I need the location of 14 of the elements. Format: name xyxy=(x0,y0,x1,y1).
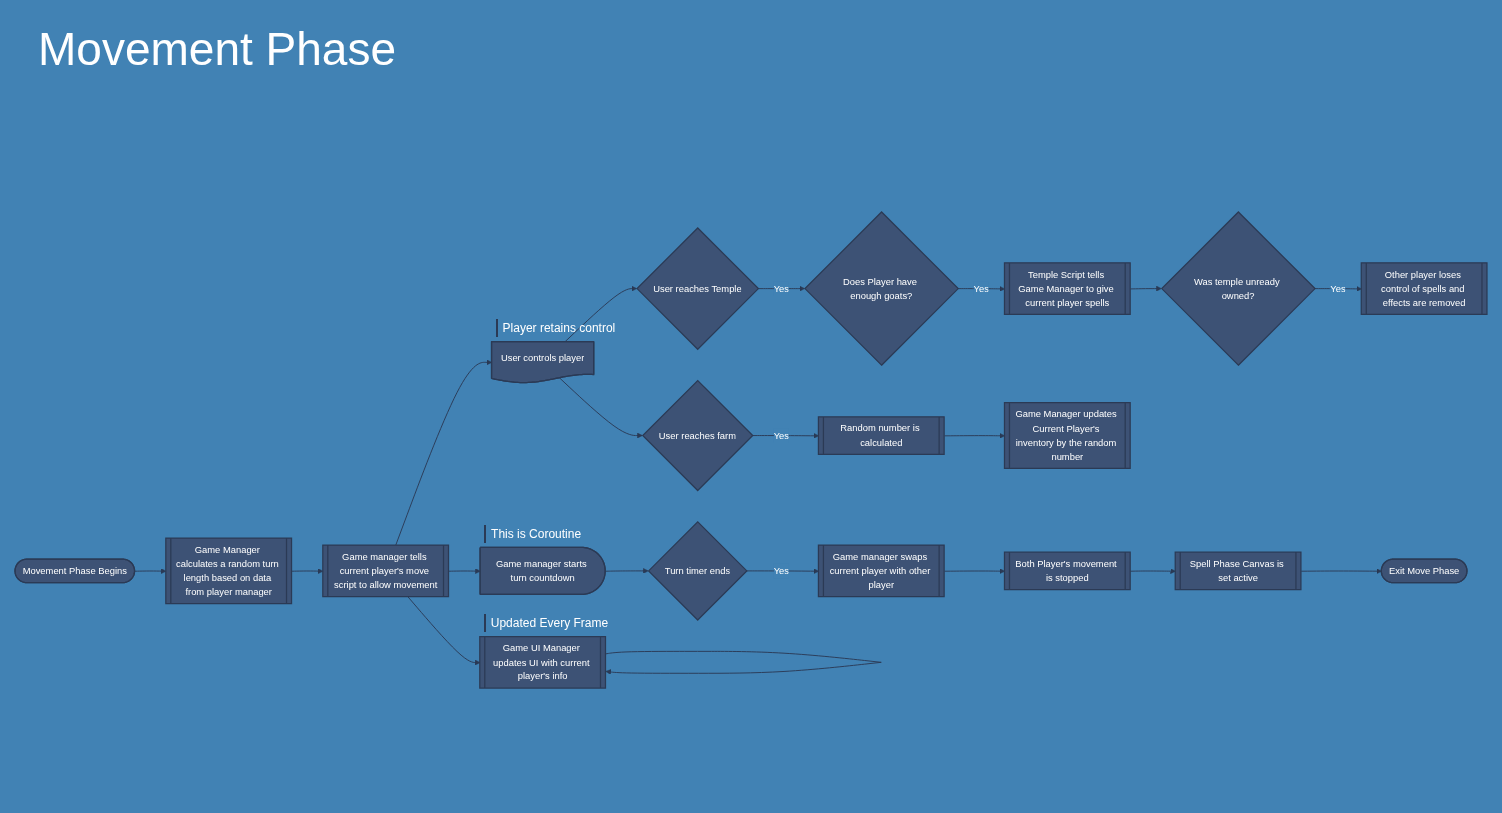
node-diamond: User reaches farm xyxy=(641,379,754,492)
edge-label: Yes xyxy=(773,429,790,441)
side-note: This is Coroutine xyxy=(484,525,587,544)
diagram-title: Movement Phase xyxy=(38,22,396,76)
node-diamond: User reaches Temple xyxy=(636,227,760,351)
edge-label: Yes xyxy=(973,282,989,294)
node-diamond: Turn timer ends xyxy=(647,520,748,621)
side-note: Player retains control xyxy=(495,319,621,338)
node-diamond: Does Player have enough goats? xyxy=(804,211,960,367)
node-diamond: Was temple unready owned? xyxy=(1160,211,1316,367)
side-note: Updated Every Frame xyxy=(483,614,614,633)
edge-label: Yes xyxy=(773,565,790,576)
edge-label: Yes xyxy=(1330,282,1346,294)
edge-label: Yes xyxy=(773,282,790,294)
